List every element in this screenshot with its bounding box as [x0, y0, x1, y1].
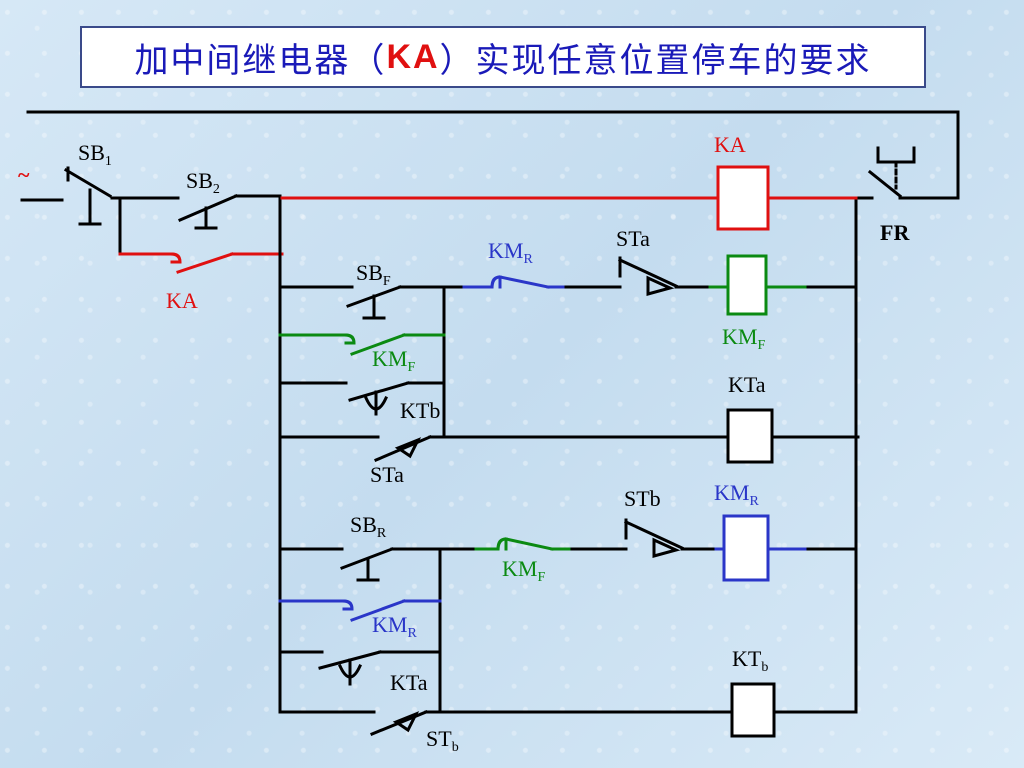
ka-coil — [716, 165, 770, 231]
sta-top-contact — [618, 256, 712, 296]
sbf-label: SBF — [356, 260, 391, 289]
sbf-switch — [346, 285, 466, 320]
stb-bottom-label: STb — [426, 726, 459, 755]
top-bus — [26, 110, 960, 200]
stb-top-label: STb — [624, 486, 661, 511]
kta-coil — [726, 408, 774, 464]
kmr-coil — [722, 514, 770, 582]
kmf-coil — [726, 254, 768, 316]
kta-contact-label: KTa — [390, 670, 428, 695]
ka-contact-label: KA — [166, 288, 198, 313]
sb1-switch — [63, 166, 122, 226]
kmf-hold-contact — [278, 333, 446, 356]
supply-symbol: ~ — [18, 162, 30, 187]
kmr-hold-contact — [278, 599, 442, 622]
kmr-coil-label: KMR — [714, 480, 759, 509]
sb1-label: SB1 — [78, 140, 112, 169]
kmr-interlock-contact-1 — [462, 275, 568, 289]
sta-top-label: STa — [616, 226, 650, 251]
kta-coil-label: KTa — [728, 372, 766, 397]
stb-top-contact — [624, 518, 718, 558]
kmf-interlock-contact — [474, 537, 574, 551]
sbr-label: SBR — [350, 512, 387, 541]
ktb-contact-label: KTb — [400, 398, 440, 423]
title-highlight: KA — [386, 37, 440, 76]
kmf-interlock-label: KMF — [502, 556, 545, 585]
ktb-contact — [278, 381, 446, 416]
title-suffix: ）实现任意位置停车的要求 — [439, 40, 872, 81]
kmr-hold-label: KMR — [372, 612, 417, 641]
sta-bottom-label: STa — [370, 462, 404, 487]
sbr-switch — [340, 547, 478, 582]
kmr-interlock1-label: KMR — [488, 238, 533, 267]
title-prefix: 加中间继电器（ — [134, 40, 387, 81]
sb2-switch — [178, 194, 280, 230]
ktb-coil-label: KTb — [732, 646, 768, 675]
ka-coil-label: KA — [714, 132, 746, 157]
stb-bottom-contact — [278, 710, 734, 736]
ktb-coil — [730, 682, 776, 738]
ka-hold-contact — [118, 252, 284, 274]
fr-label: FR — [880, 220, 910, 245]
sb2-label: SB2 — [186, 168, 220, 197]
kmf-coil-label: KMF — [722, 324, 765, 353]
sta-bottom-contact — [278, 435, 730, 462]
kmf-hold-label: KMF — [372, 346, 415, 375]
page-title: 加中间继电器（KA）实现任意位置停车的要求 — [80, 26, 926, 88]
kta-contact — [278, 650, 442, 686]
fr-contact — [854, 146, 930, 200]
